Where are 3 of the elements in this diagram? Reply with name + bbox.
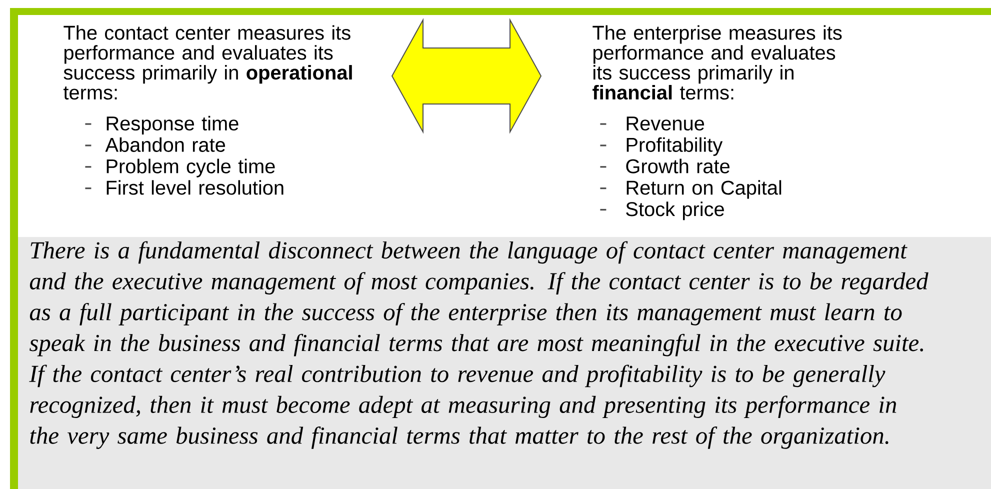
text-block: The contact center measures its performance and evaluates its success primarily in operational terms: Response time Abandon rate Problem cycle time First level resolution xyxy=(64,25,352,195)
text-block: The enterprise measures its performance and evaluates its success primarily in financial terms: Revenue Profitability Growth rate Return on Capital Stock price xyxy=(592,25,842,220)
text-panel: There is a fundamental disconnect between the language of contact center management and the executive management of most companies. If the contact center is to be regarded as a full participant in the success of the enterprise then its management must learn to speak in the business and financial terms that are most meaningful in the executive suite. If the contact center’s real contribution to revenue and profitability is to be generally recognized, then it must become adept at measuring and presenting its performance in the very same business and financial terms that matter to the rest of the organization. xyxy=(18,237,991,489)
